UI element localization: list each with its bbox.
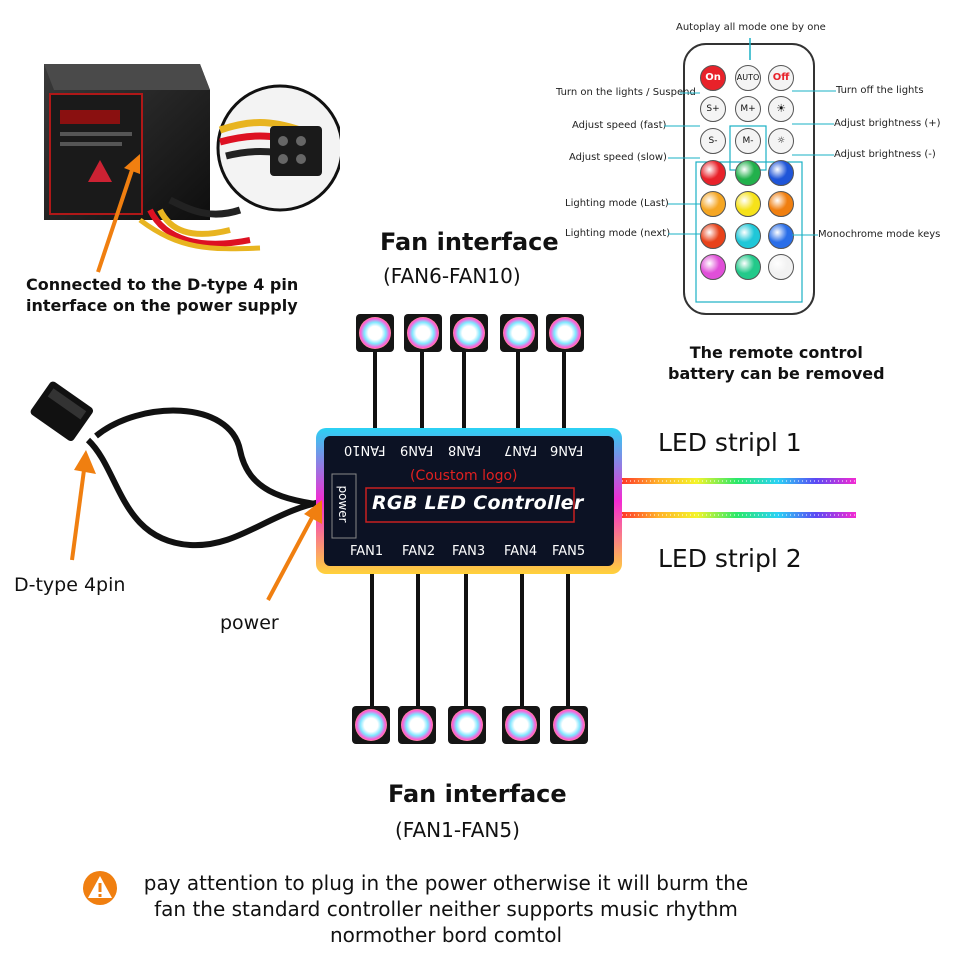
bottom-fans-title: Fan interface [388, 780, 567, 808]
led-strip-2-label: LED stripl 2 [658, 544, 802, 573]
warning-line2: fan the standard controller neither supp… [154, 897, 738, 921]
dtype-label: D-type 4pin [14, 574, 126, 596]
top-fans-subtitle: (FAN6-FAN10) [383, 264, 521, 288]
controller-power-port: power [336, 485, 350, 523]
top-port-label: FAN6 [550, 442, 584, 457]
remote-note: The remote control battery can be remove… [668, 342, 885, 384]
psu-caption-line1: Connected to the D-type 4 pin [26, 275, 299, 294]
warning-icon [83, 871, 117, 905]
psu-caption-line2: interface on the power supply [26, 296, 298, 315]
label-adjust-fast: Adjust speed (fast) [572, 120, 667, 131]
label-mode-last: Lighting mode (Last) [565, 198, 669, 209]
label-turn-on: Turn on the lights / Suspend [556, 87, 696, 98]
bottom-fan [448, 706, 486, 744]
remote-color-button[interactable] [768, 223, 794, 249]
remote-speed-up-button[interactable]: S+ [700, 96, 726, 122]
bottom-fan [502, 706, 540, 744]
fan-rgb-ring [407, 317, 439, 349]
top-port-label: FAN9 [400, 442, 434, 457]
warning-text: pay attention to plug in the power other… [126, 870, 766, 948]
label-autoplay: Autoplay all mode one by one [676, 22, 826, 33]
top-port-label: FAN7 [504, 442, 538, 457]
remote-on-button[interactable]: On [700, 65, 726, 91]
psu-caption: Connected to the D-type 4 pin interface … [26, 274, 298, 316]
remote-color-button[interactable] [768, 254, 794, 280]
fan-rgb-ring [505, 709, 537, 741]
remote-leader-lines [664, 90, 836, 236]
top-fan [404, 314, 442, 352]
fan-rgb-ring [355, 709, 387, 741]
psu-arrow [96, 154, 140, 273]
remote-color-button[interactable] [735, 160, 761, 186]
fan-rgb-ring [549, 317, 581, 349]
remote-mode-down-button[interactable]: M- [735, 128, 761, 154]
warning-line1: pay attention to plug in the power other… [143, 871, 749, 895]
remote-color-button[interactable] [700, 223, 726, 249]
bottom-port-label: FAN5 [552, 544, 586, 559]
fan-rgb-ring [401, 709, 433, 741]
psu-photo [44, 64, 340, 252]
remote-color-button[interactable] [700, 191, 726, 217]
label-bright-plus: Adjust brightness (+) [834, 118, 941, 129]
label-mono: Monochrome mode keys [818, 229, 941, 240]
remote-auto-button[interactable]: AUTO [735, 65, 761, 91]
remote-color-button[interactable] [700, 254, 726, 280]
bottom-fan [550, 706, 588, 744]
label-adjust-slow: Adjust speed (slow) [569, 152, 667, 163]
fan-rgb-ring [503, 317, 535, 349]
top-fan [500, 314, 538, 352]
remote-color-button[interactable] [700, 160, 726, 186]
bottom-fan [352, 706, 390, 744]
remote-color-button[interactable] [735, 191, 761, 217]
fan-rgb-ring [453, 317, 485, 349]
remote-color-button[interactable] [768, 160, 794, 186]
fan-rgb-ring [451, 709, 483, 741]
label-mode-next: Lighting mode (next) [565, 228, 671, 239]
remote-speed-down-button[interactable]: S- [700, 128, 726, 154]
bottom-fan [398, 706, 436, 744]
brightness-down-icon[interactable]: ☼ [768, 128, 794, 154]
bottom-fans-subtitle: (FAN1-FAN5) [395, 818, 520, 842]
warning-line3: normother bord comtol [329, 923, 563, 947]
custom-logo-label: (Coustom logo) [410, 468, 518, 484]
label-turn-off: Turn off the lights [836, 85, 924, 96]
led-strip-1-label: LED stripl 1 [658, 428, 802, 457]
remote-off-button[interactable]: Off [768, 65, 794, 91]
brightness-up-icon[interactable]: ☀ [768, 96, 794, 122]
top-fans-title: Fan interface [380, 228, 559, 256]
bottom-port-label: FAN4 [504, 544, 538, 559]
top-port-label: FAN8 [448, 442, 482, 457]
fan-rgb-ring [553, 709, 585, 741]
power-label: power [220, 612, 279, 634]
bottom-port-label: FAN2 [402, 544, 436, 559]
bottom-port-label: FAN3 [452, 544, 486, 559]
remote-note-line1: The remote control [689, 343, 863, 362]
remote-color-button[interactable] [735, 223, 761, 249]
top-fan [356, 314, 394, 352]
remote-note-line2: battery can be removed [668, 364, 885, 383]
controller-name: RGB LED Controller [372, 492, 584, 514]
fan-rgb-ring [359, 317, 391, 349]
top-fan [546, 314, 584, 352]
remote-color-button[interactable] [768, 191, 794, 217]
top-port-label: FAN10 [344, 442, 386, 457]
label-bright-minus: Adjust brightness (-) [834, 149, 936, 160]
remote-mode-up-button[interactable]: M+ [735, 96, 761, 122]
top-fan [450, 314, 488, 352]
remote-color-button[interactable] [735, 254, 761, 280]
bottom-port-label: FAN1 [350, 544, 384, 559]
